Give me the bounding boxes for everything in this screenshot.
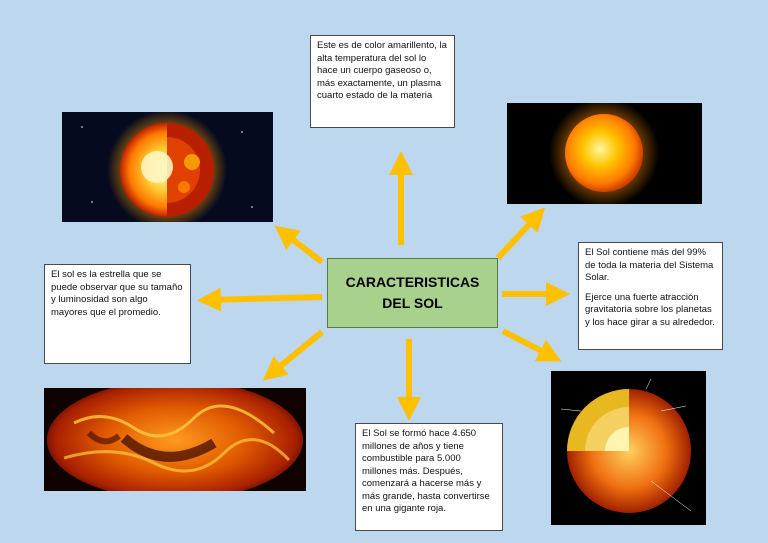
arrow-up-right (495, 207, 546, 261)
note-left: El sol es la estrella que se puede obser… (44, 264, 191, 364)
central-topic-label: CARACTERISTICAS DEL SOL (345, 274, 480, 311)
arrow-down-left (262, 329, 324, 381)
note-right-text-1: El Sol contiene más del 99% de toda la m… (585, 247, 714, 283)
note-bottom: El Sol se formó hace 4.650 millones de a… (355, 423, 503, 531)
note-top-text: Este es de color amarillento, la alta te… (317, 40, 447, 101)
sun-cutaway-image (62, 112, 273, 222)
sun-glow-image (507, 103, 702, 204)
arrow-left (197, 287, 323, 312)
central-topic: CARACTERISTICAS DEL SOL (327, 258, 498, 328)
arrow-up-left (274, 225, 324, 265)
note-top: Este es de color amarillento, la alta te… (310, 35, 455, 128)
arrow-down-right (501, 328, 562, 362)
note-left-text: El sol es la estrella que se puede obser… (51, 269, 183, 318)
note-bottom-text: El Sol se formó hace 4.650 millones de a… (362, 428, 490, 514)
note-right-text-2: Ejerce una fuerte atracción gravitatoria… (585, 291, 715, 328)
note-right: El Sol contiene más del 99% de toda la m… (578, 242, 723, 350)
sun-surface-image (44, 388, 306, 491)
sun-structure-image (551, 371, 706, 525)
